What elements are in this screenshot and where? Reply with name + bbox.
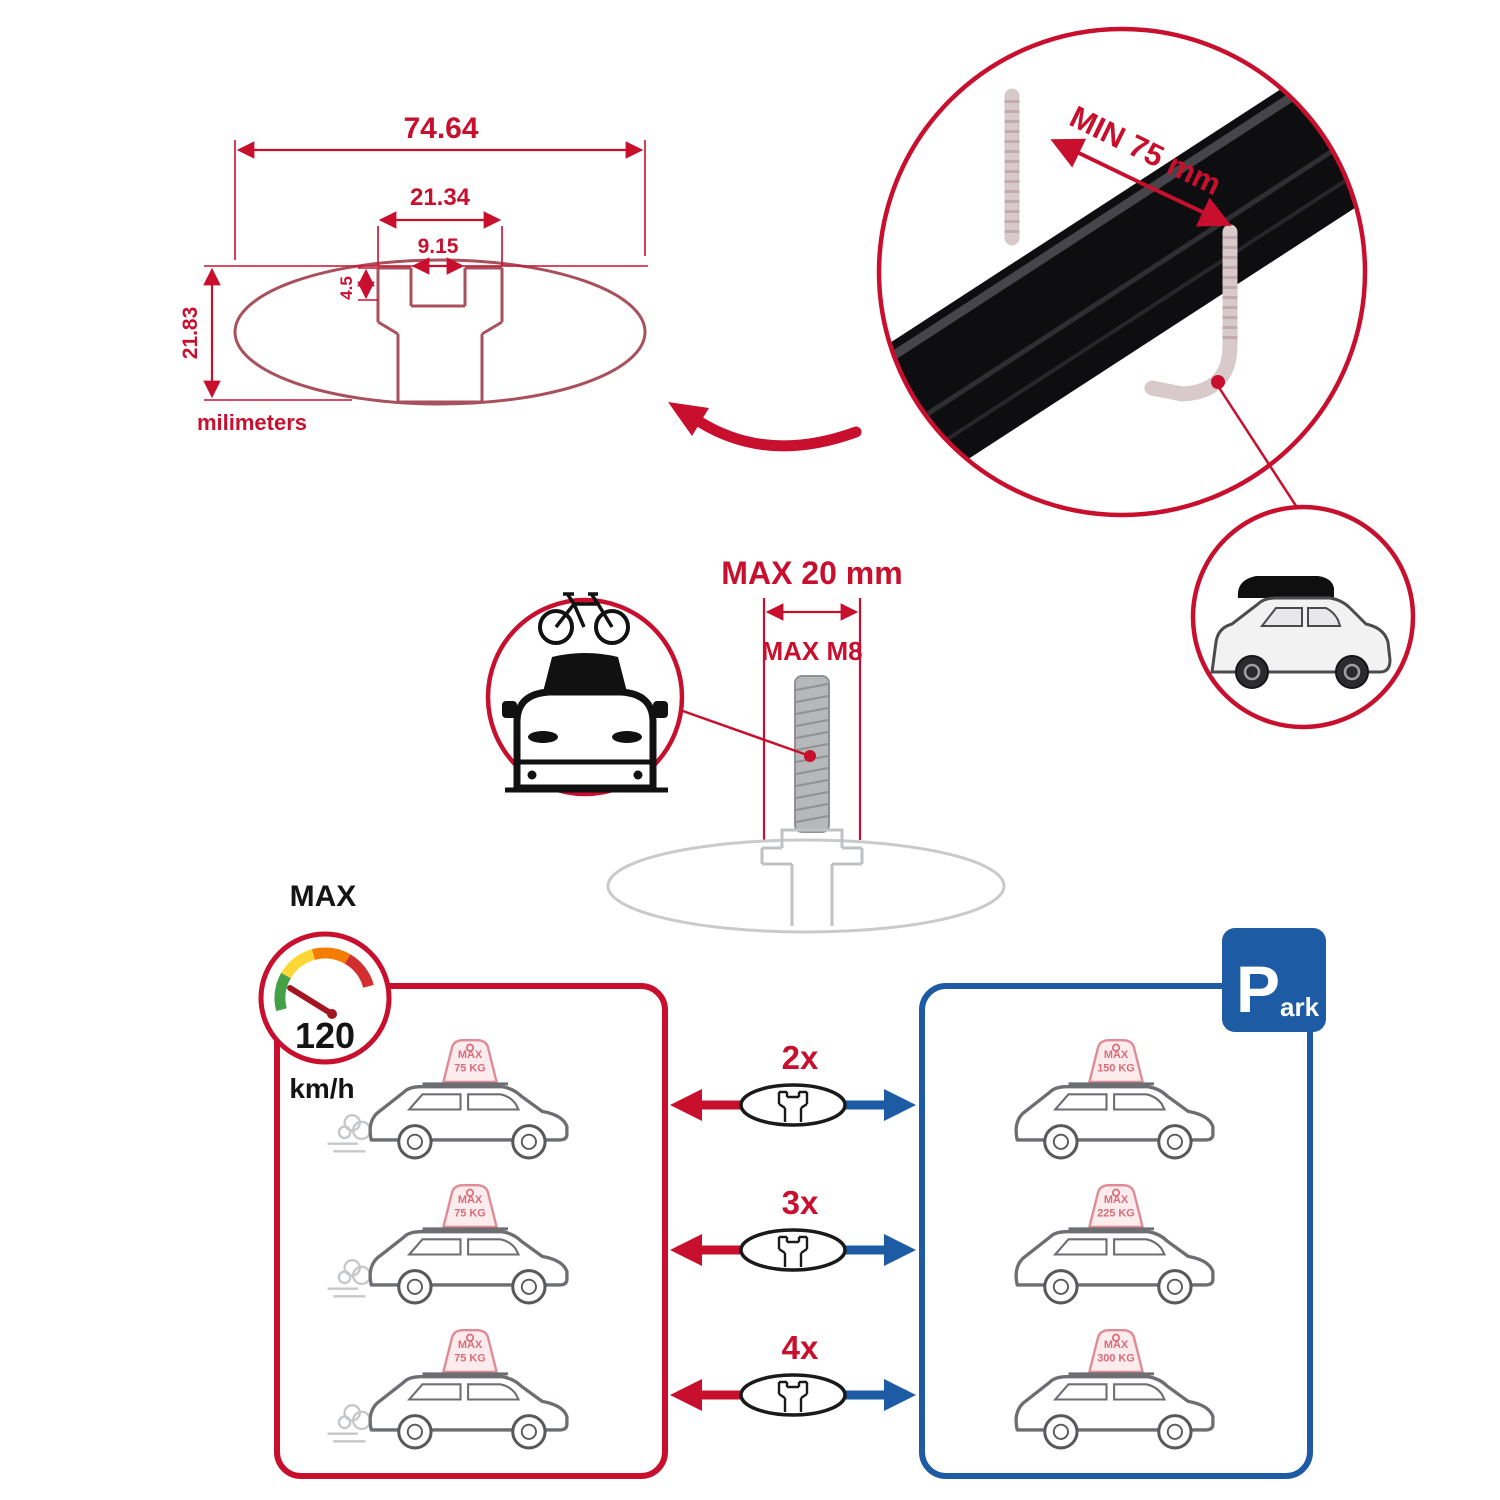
right-arrow-head <box>884 1379 916 1411</box>
bar-count-label: 4x <box>782 1329 819 1366</box>
bolt-section: MAX 20 mm MAX M8 <box>606 555 1006 934</box>
roof-load-value: 225 KG <box>1097 1208 1135 1220</box>
car-mirror <box>653 701 668 718</box>
driving-car-row-2: MAX 75 KG <box>326 1183 569 1305</box>
profile-t-slot <box>376 266 504 404</box>
car-headlight <box>612 731 642 743</box>
park-letter: P <box>1236 952 1280 1026</box>
dim-slot-inner-label: 9.15 <box>418 235 459 258</box>
profile-ellipse <box>233 258 647 406</box>
dim-height-label: 21.83 <box>179 307 202 360</box>
park-sign: P ark <box>1222 928 1326 1032</box>
left-arrow-head <box>670 1234 702 1266</box>
callout-line <box>1216 385 1302 513</box>
speed-value: 120 <box>295 1015 355 1056</box>
park-sign-plate <box>1222 928 1326 1032</box>
roof-load-value: 75 KG <box>454 1063 486 1075</box>
bike-wheel <box>594 609 630 645</box>
car-headlight <box>528 731 558 743</box>
bar-count-label: 2x <box>782 1039 819 1076</box>
car-mirror <box>502 701 517 718</box>
bolt-max-width-label: MAX 20 mm <box>721 555 902 591</box>
speed-title: MAX <box>290 880 357 913</box>
bike-car-circle <box>485 592 685 797</box>
roof-load-max: MAX <box>458 1049 483 1061</box>
roof-load-max: MAX <box>1104 1339 1129 1351</box>
roof-load-max: MAX <box>458 1339 483 1351</box>
parked-car-row-1: MAX 150 KG <box>1014 1038 1215 1160</box>
zoom-pointer-arrow <box>668 402 862 452</box>
speed-unit: km/h <box>289 1073 354 1104</box>
car-windshield <box>543 653 627 692</box>
driving-car-row-3: MAX 75 KG <box>326 1328 569 1450</box>
park-suffix: ark <box>1280 992 1320 1022</box>
bar-zoom-circle: MIN 75 mm <box>876 26 1368 518</box>
roof-load-max: MAX <box>1104 1194 1129 1206</box>
right-arrow-head <box>884 1234 916 1266</box>
gauge-needle <box>287 985 335 1017</box>
roof-load-value: 75 KG <box>454 1208 486 1220</box>
dimension-arrows <box>203 141 644 399</box>
bolt-callout-line <box>679 708 811 758</box>
left-arrow-head <box>670 1379 702 1411</box>
suv-with-roofbox <box>1210 576 1392 689</box>
roof-load-value: 150 KG <box>1097 1063 1135 1075</box>
driving-car-row-1: MAX 75 KG <box>326 1038 569 1160</box>
crossbar-cross-section-icon <box>739 1083 847 1127</box>
crossbar-cross-section-icon <box>739 1228 847 1272</box>
bar-count-row-1: 2x <box>670 1039 916 1127</box>
parked-car-row-2: MAX 225 KG <box>1014 1183 1215 1305</box>
bike-wheel <box>538 609 574 645</box>
parked-car-row-3: MAX 300 KG <box>1014 1328 1215 1450</box>
roof-load-value: 75 KG <box>454 1353 486 1365</box>
left-arrow-head <box>670 1089 702 1121</box>
car-front-with-bike <box>502 592 668 793</box>
bar-count-label: 3x <box>782 1184 819 1221</box>
extension-lines <box>204 140 648 401</box>
roof-load-max: MAX <box>458 1194 483 1206</box>
dim-total-width-label: 74.64 <box>403 112 478 145</box>
bar-count-row-3: 4x <box>670 1329 916 1417</box>
bike-frame <box>554 592 614 629</box>
faint-profile <box>606 828 1006 934</box>
bolt-callout-dot <box>804 750 816 762</box>
bar-count-row-2: 3x <box>670 1184 916 1272</box>
roofbox-suv-circle <box>1190 504 1416 730</box>
dim-slot-outer-label: 21.34 <box>410 184 471 211</box>
bolt-thread-label: MAX M8 <box>761 636 862 666</box>
roof-load-value: 300 KG <box>1097 1353 1135 1365</box>
callout-dot <box>1211 375 1225 389</box>
gauge-arcs <box>274 947 374 1012</box>
roof-load-max: MAX <box>1104 1049 1129 1061</box>
zoom-circle-ring <box>876 26 1368 518</box>
bolt-boundary-lines <box>762 598 862 840</box>
tech-drawing: 74.64 21.34 9.15 4.5 21.83 milimeters <box>179 112 648 435</box>
crossbar-cross-section-icon <box>739 1373 847 1417</box>
crossbar-photo <box>881 43 1363 513</box>
speed-limit-gauge: MAX 120 km/h <box>258 880 392 1104</box>
dim-lip-label: 4.5 <box>337 276 356 300</box>
right-arrow-head <box>884 1089 916 1121</box>
unit-label: milimeters <box>197 410 307 435</box>
